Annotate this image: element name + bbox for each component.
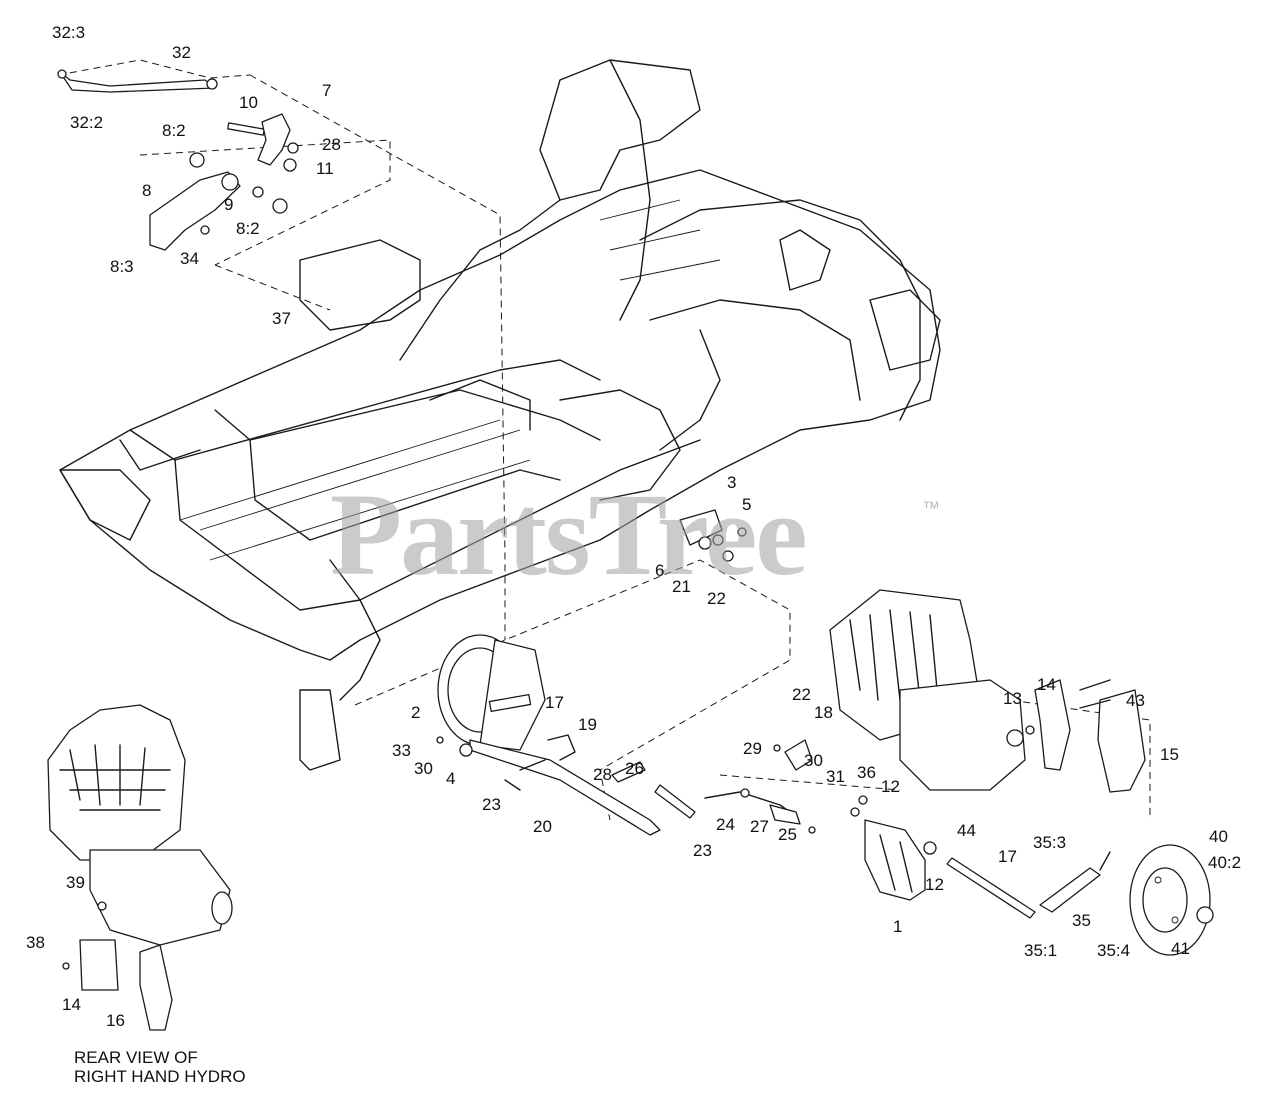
callout: 7 xyxy=(322,81,332,100)
callout: 40 xyxy=(1209,827,1228,846)
callout: 24 xyxy=(716,815,735,834)
callout: 8:2 xyxy=(162,121,186,140)
chassis-frame xyxy=(59,59,941,771)
callout: 8 xyxy=(142,181,152,200)
callout: 15 xyxy=(1160,745,1179,764)
callout: 21 xyxy=(672,577,691,596)
callout: 10 xyxy=(239,93,258,112)
callout: 11 xyxy=(316,159,334,178)
callout: 32:3 xyxy=(52,23,86,42)
callout: 6 xyxy=(655,561,665,580)
callout: 3 xyxy=(727,473,737,492)
callout: 35:1 xyxy=(1024,941,1058,960)
callout: 16 xyxy=(106,1011,125,1030)
callout: 9 xyxy=(224,195,234,214)
callout: 35:3 xyxy=(1033,833,1067,852)
callout: 37 xyxy=(272,309,291,328)
callout: 14 xyxy=(62,995,81,1014)
callout: 22 xyxy=(792,685,811,704)
callout: 19 xyxy=(578,715,597,734)
callout: 36 xyxy=(857,763,876,782)
callout: 12 xyxy=(925,875,944,894)
callout: 30 xyxy=(414,759,433,778)
callout: 44 xyxy=(957,821,976,840)
control-linkage xyxy=(57,69,299,251)
trademark-mark: ™ xyxy=(922,498,940,518)
callout: 23 xyxy=(482,795,501,814)
callout: 8:2 xyxy=(236,219,260,238)
callout: 17 xyxy=(545,693,564,712)
callout: 12 xyxy=(881,777,900,796)
caption-line-1: REAR VIEW OF xyxy=(74,1048,198,1067)
callout: 2 xyxy=(411,703,421,722)
callout: 38 xyxy=(26,933,45,952)
caption-line-2: RIGHT HAND HYDRO xyxy=(74,1067,246,1086)
callout: 32:2 xyxy=(70,113,104,132)
callout: 4 xyxy=(446,769,456,788)
rear-view-hydro xyxy=(47,704,233,1031)
callout: 13 xyxy=(1003,689,1022,708)
callout: 18 xyxy=(814,703,833,722)
right-brake-assembly xyxy=(864,819,1214,956)
callout: 14 xyxy=(1037,675,1056,694)
callout: 39 xyxy=(66,873,85,892)
callout: 40:2 xyxy=(1208,853,1242,872)
callout: 17 xyxy=(998,847,1017,866)
callout: 30 xyxy=(804,751,823,770)
callout: 28 xyxy=(322,135,341,154)
callout: 34 xyxy=(180,249,199,268)
callout: 22 xyxy=(707,589,726,608)
callout: 28 xyxy=(593,765,612,784)
callout: 1 xyxy=(893,917,903,936)
callout: 35 xyxy=(1072,911,1091,930)
right-hydro-assembly xyxy=(829,589,1146,793)
linkage-rods xyxy=(611,739,868,834)
mid-bracket xyxy=(679,509,747,562)
callout: 26 xyxy=(625,759,644,778)
callout: 29 xyxy=(743,739,762,758)
callout: 35:4 xyxy=(1097,941,1131,960)
callout: 43 xyxy=(1126,691,1145,710)
callout: 25 xyxy=(778,825,797,844)
callout: 8:3 xyxy=(110,257,134,276)
callout: 33 xyxy=(392,741,411,760)
callout: 27 xyxy=(750,817,769,836)
left-hydro-assembly xyxy=(436,634,661,836)
callout: 31 xyxy=(826,767,845,786)
watermark: PartsTree xyxy=(330,469,808,600)
callout: 23 xyxy=(693,841,712,860)
callout: 20 xyxy=(533,817,552,836)
callout: 5 xyxy=(742,495,752,514)
view-caption: REAR VIEW OF RIGHT HAND HYDRO xyxy=(74,1048,246,1086)
callout: 32 xyxy=(172,43,191,62)
callout: 41 xyxy=(1171,939,1190,958)
